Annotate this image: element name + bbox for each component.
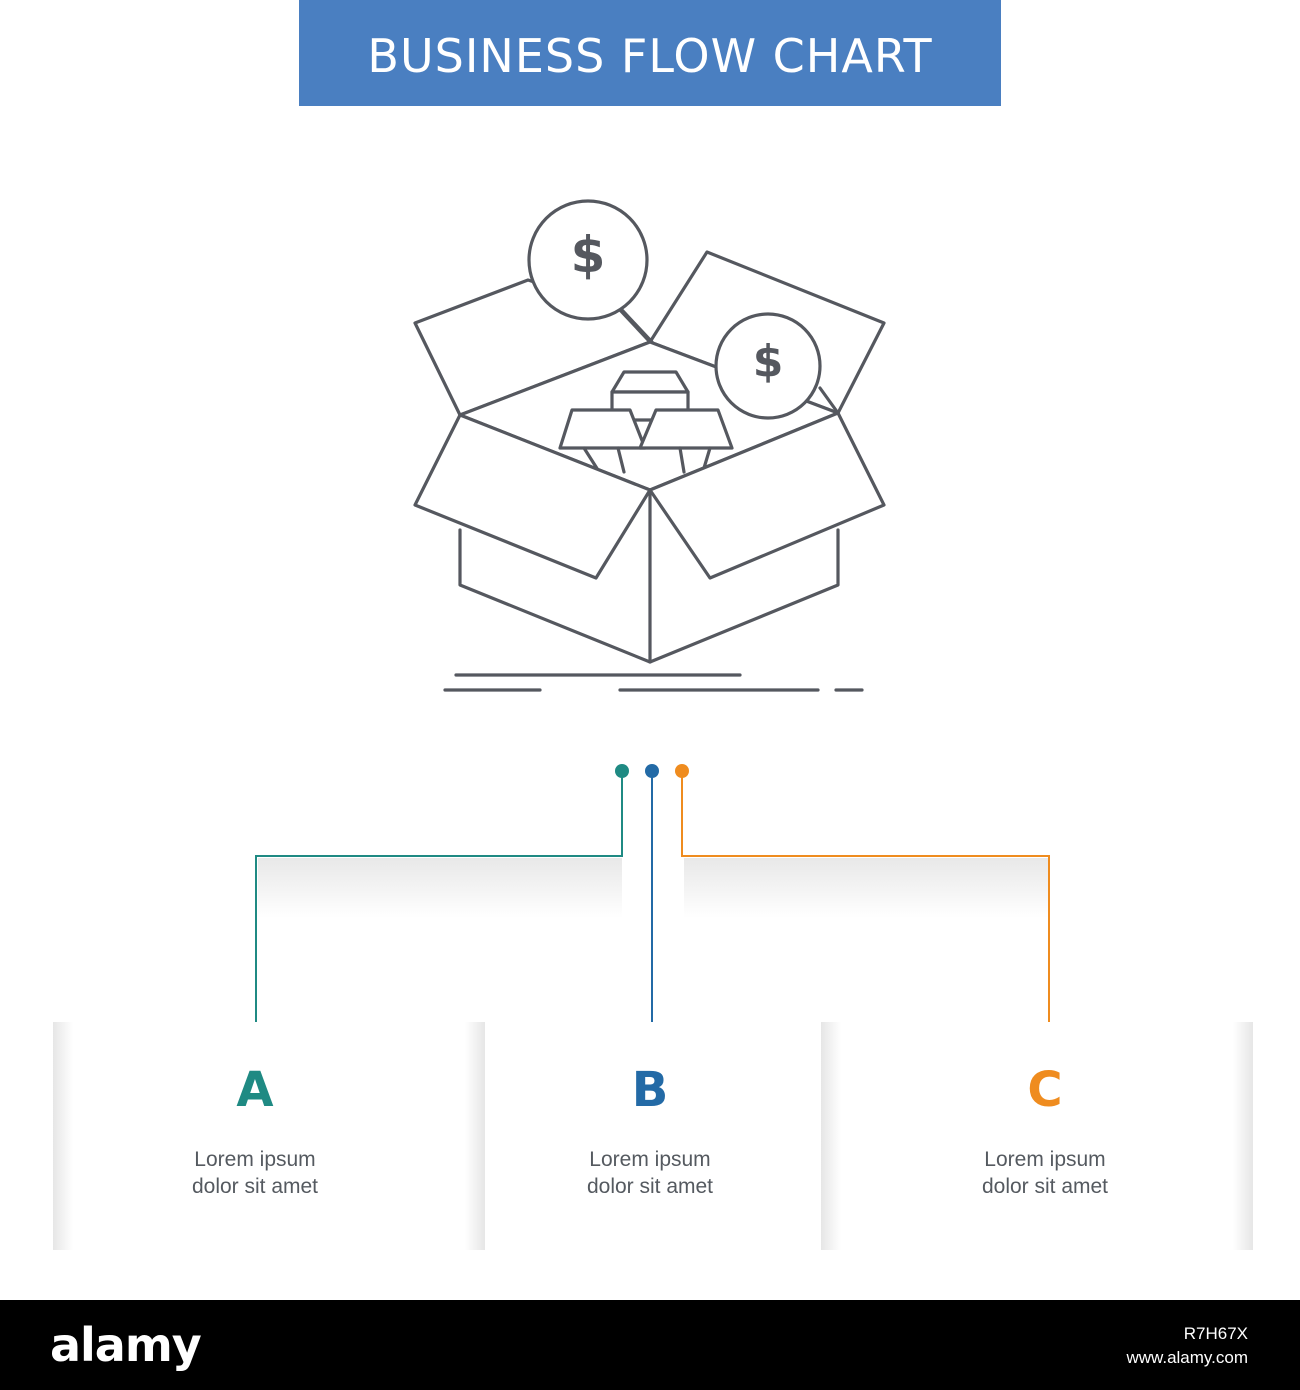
footer-bar: alamy R7H67X www.alamy.com [0,1300,1300,1390]
title-banner: BUSINESS FLOW CHART [299,0,1001,106]
money-box-icon: $ $ [400,190,900,710]
step-b-line1: Lorem ipsum [589,1148,711,1171]
step-c-line1: Lorem ipsum [984,1148,1106,1171]
step-letter-a: A [236,1062,274,1118]
step-c-line2: dolor sit amet [981,1175,1109,1198]
step-text-c: Lorem ipsum dolor sit amet [829,1146,1261,1200]
step-text-a: Lorem ipsum dolor sit amet [39,1146,471,1200]
step-card-a: A Lorem ipsum dolor sit amet [53,1022,485,1250]
step-b-line2: dolor sit amet [586,1175,714,1198]
step-letter-c: C [1027,1062,1063,1118]
image-id: R7H67X [1183,1324,1248,1343]
site-link[interactable]: www.alamy.com [1126,1348,1248,1367]
dollar-sign-2: $ [752,336,784,387]
step-a-line1: Lorem ipsum [194,1148,316,1171]
dollar-sign-1: $ [570,226,606,284]
step-card-b: B Lorem ipsum dolor sit amet [485,1022,821,1250]
footer-image-info: R7H67X www.alamy.com [1126,1322,1248,1370]
flow-connectors [0,740,1300,1060]
step-card-c: C Lorem ipsum dolor sit amet [821,1022,1253,1250]
step-text-b: Lorem ipsum dolor sit amet [482,1146,818,1200]
step-a-line2: dolor sit amet [191,1175,319,1198]
step-letter-b: B [631,1062,669,1118]
footer-logo: alamy [50,1318,202,1372]
page-title: BUSINESS FLOW CHART [367,29,933,83]
